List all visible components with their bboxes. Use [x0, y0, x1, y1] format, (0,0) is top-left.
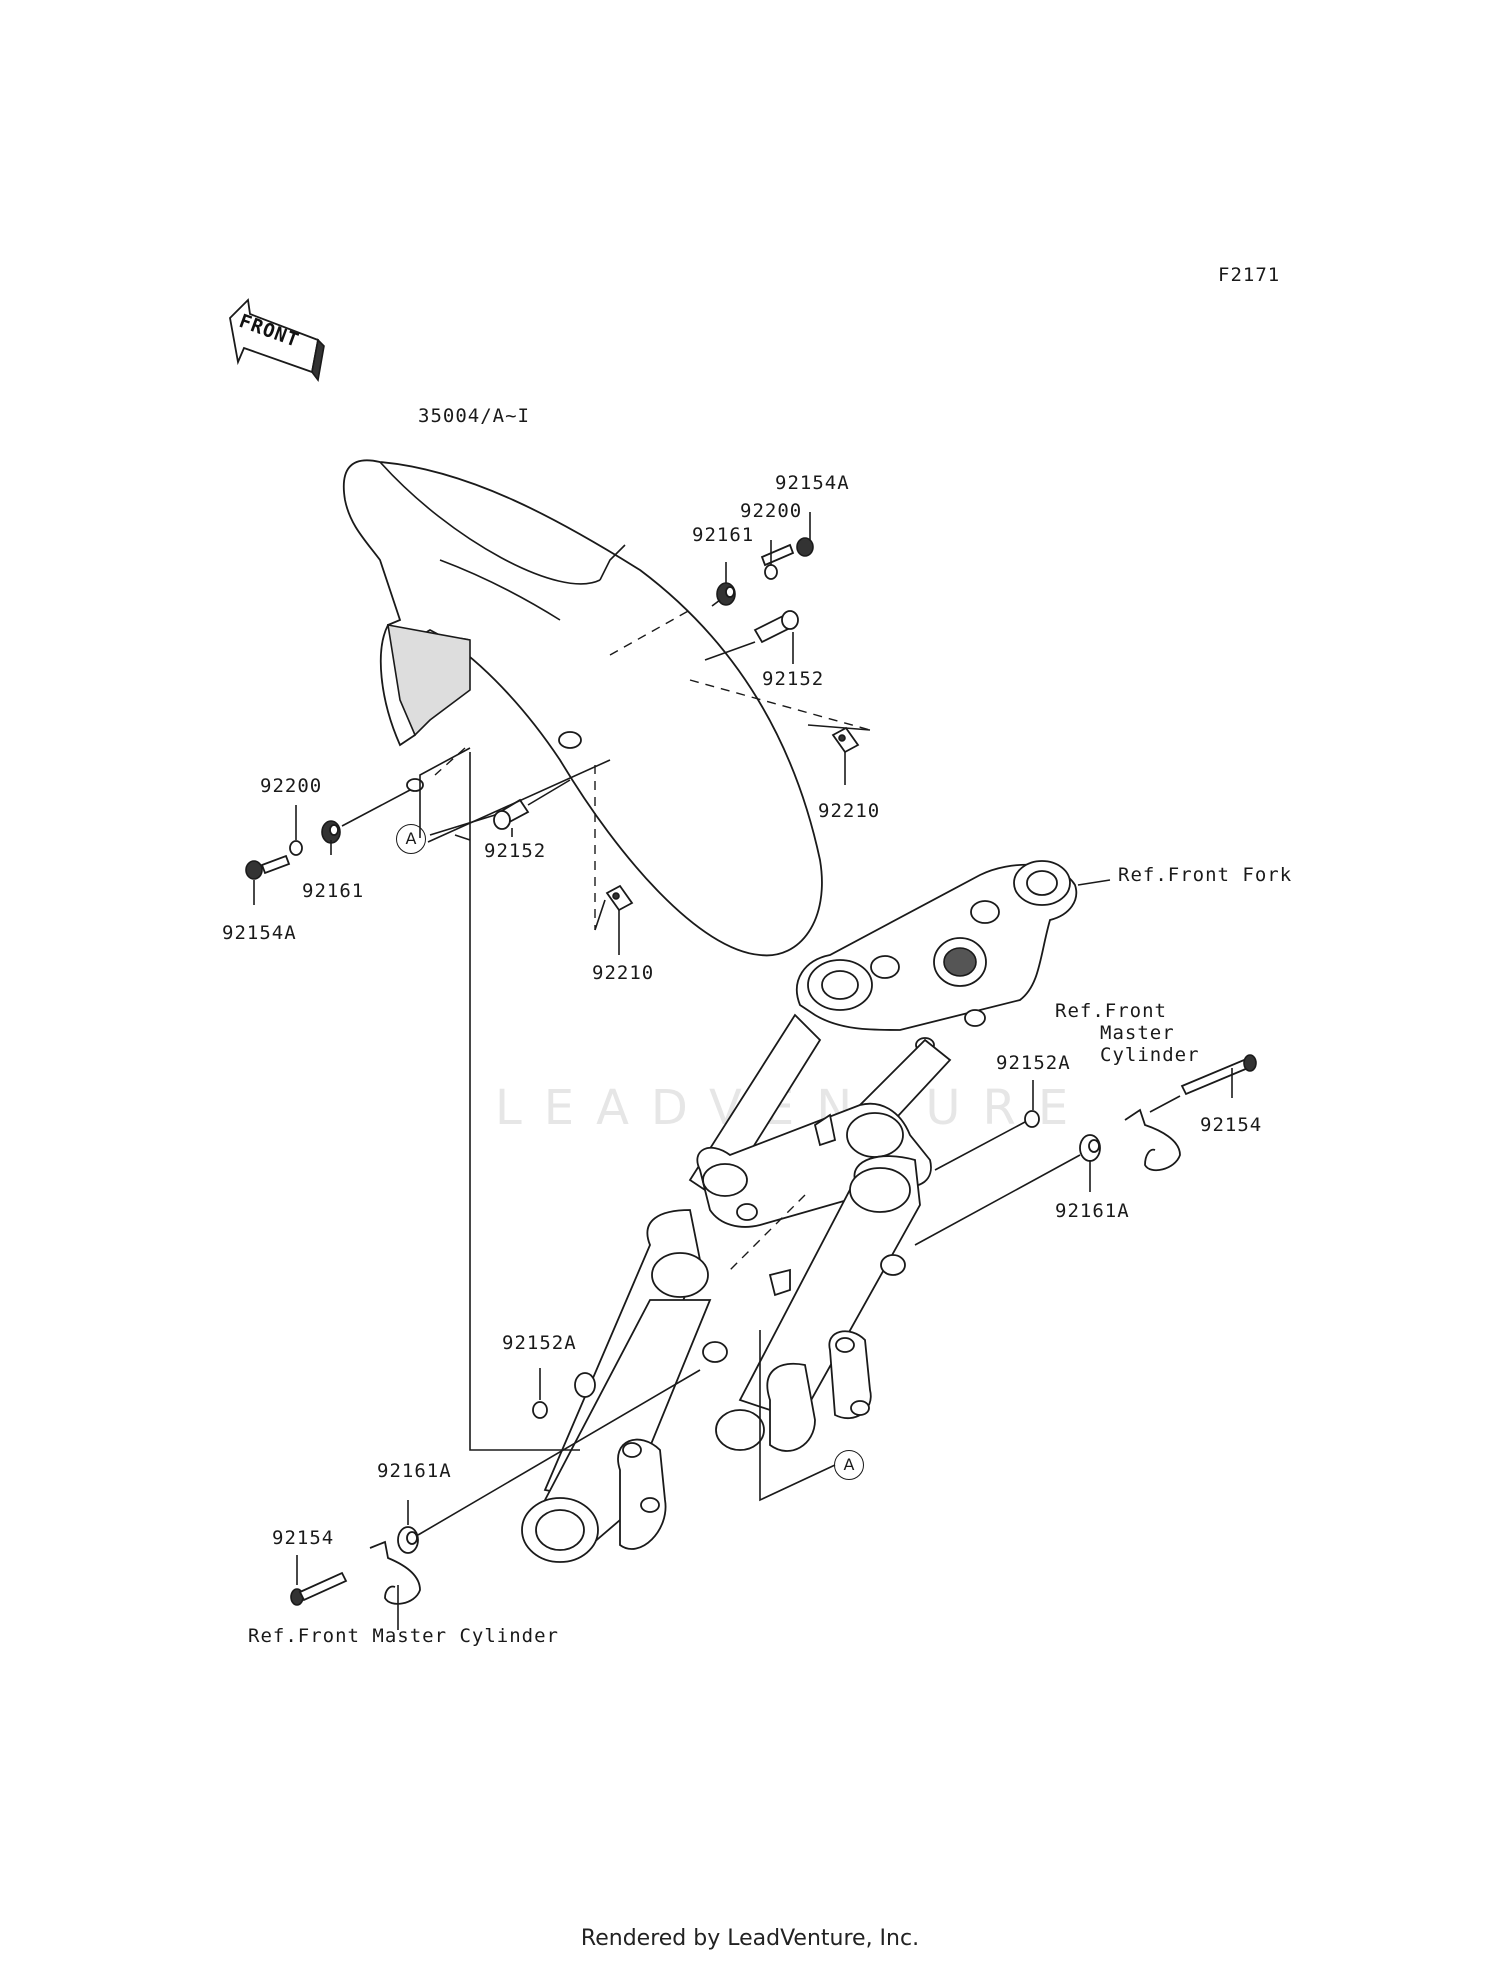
label-ref-master-cyl-right-2: Master	[1100, 1022, 1175, 1044]
front-fender	[342, 459, 823, 957]
washer-92200-left	[289, 840, 303, 856]
label-92154-left: 92154	[272, 1527, 335, 1549]
label-92161-left: 92161	[302, 880, 365, 902]
bolt-92154A-left	[245, 854, 291, 880]
label-ref-front-fork: Ref.Front Fork	[1118, 864, 1293, 886]
callout-a-upper: A	[396, 824, 426, 854]
label-92210-lower: 92210	[592, 962, 655, 984]
label-92152-left: 92152	[484, 840, 547, 862]
collar-92152A-left	[532, 1401, 548, 1419]
callout-a-lower: A	[834, 1450, 864, 1480]
grommet-92161-left	[321, 820, 341, 844]
label-92154-right: 92154	[1200, 1114, 1263, 1136]
bracket-master-cyl-left	[369, 1540, 421, 1605]
label-ref-master-cyl-right-1: Ref.Front	[1055, 1000, 1167, 1022]
label-ref-master-cyl-right-3: Cylinder	[1100, 1044, 1200, 1066]
front-fork	[521, 860, 1078, 1563]
washer-92200-top	[764, 564, 778, 580]
label-92200-left: 92200	[260, 775, 323, 797]
grommet-92161-top	[716, 582, 736, 606]
label-35004: 35004/A~I	[418, 405, 530, 427]
label-92161A-right: 92161A	[1055, 1200, 1130, 1222]
diagram-code: F2171	[1218, 264, 1281, 286]
footer-credit: Rendered by LeadVenture, Inc.	[580, 1926, 920, 1951]
bracket-master-cyl-right	[1124, 1108, 1181, 1172]
label-92152A-left: 92152A	[502, 1332, 577, 1354]
grommet-92161A-right	[1079, 1134, 1101, 1162]
label-ref-master-cyl-left: Ref.Front Master Cylinder	[248, 1625, 559, 1647]
label-92152-top: 92152	[762, 668, 825, 690]
nut-92210-right	[831, 726, 860, 754]
label-92210-right: 92210	[818, 800, 881, 822]
label-92200-top: 92200	[740, 500, 803, 522]
label-92161-top: 92161	[692, 524, 755, 546]
front-arrow-icon	[229, 298, 325, 382]
label-92152A-right: 92152A	[996, 1052, 1071, 1074]
label-92154A-top: 92154A	[775, 472, 850, 494]
collar-92152-left	[493, 798, 530, 830]
spacer-left	[574, 1372, 596, 1398]
grommet-92161A-left	[397, 1526, 419, 1554]
bolt-92154-left	[290, 1571, 348, 1606]
nut-92210-lower	[605, 884, 634, 912]
collar-92152A-right	[1024, 1110, 1040, 1128]
label-92161A-left: 92161A	[377, 1460, 452, 1482]
label-92154A-left: 92154A	[222, 922, 297, 944]
collar-92152-top	[753, 610, 799, 644]
bolt-92154A-top	[760, 537, 814, 567]
